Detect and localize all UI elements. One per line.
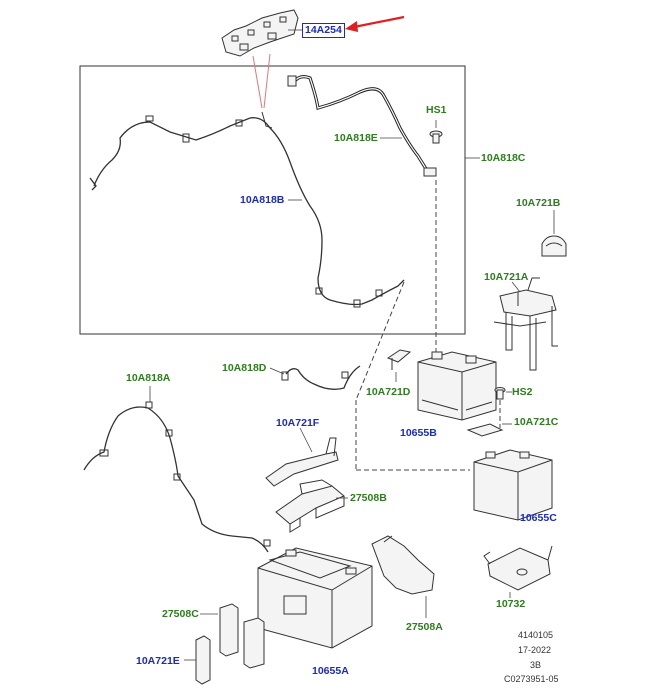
- part-label-10A818D[interactable]: 10A818D: [222, 362, 267, 374]
- highlight-arrow: [345, 15, 405, 32]
- callout-line-left: [252, 55, 263, 109]
- part-label-10655B[interactable]: 10655B: [400, 427, 437, 439]
- dash-line-inset: [355, 281, 405, 401]
- callout-line-right: [263, 53, 271, 109]
- part-label-10A818C[interactable]: 10A818C: [481, 152, 526, 164]
- bracket-10A721F-part[interactable]: [265, 437, 339, 487]
- part-label-10655A[interactable]: 10655A: [312, 665, 349, 677]
- clip-10A721B-part[interactable]: [541, 235, 567, 257]
- part-label-10A721A[interactable]: 10A721A: [484, 271, 529, 283]
- part-label-10732[interactable]: 10732: [496, 598, 526, 610]
- illustration-ref-line-2: 17-2022: [518, 645, 552, 655]
- clip-10A721C-part[interactable]: [466, 423, 504, 437]
- battery-10655A-part[interactable]: [257, 547, 373, 649]
- part-label-10A721E[interactable]: 10A721E: [136, 655, 180, 667]
- part-label-10A721D[interactable]: 10A721D: [366, 386, 411, 398]
- harness-10A818A-part[interactable]: [83, 401, 271, 553]
- detail-inset-frame: [79, 65, 466, 335]
- clamp-27508C-part[interactable]: [219, 603, 265, 669]
- part-label-14A254[interactable]: 14A254: [302, 23, 345, 38]
- bracket-10A721A-part[interactable]: [493, 277, 558, 371]
- part-label-10A721F[interactable]: 10A721F: [276, 417, 320, 429]
- part-label-HS2[interactable]: HS2: [512, 386, 533, 398]
- part-label-10655C[interactable]: 10655C: [520, 512, 557, 524]
- part-label-27508C[interactable]: 27508C: [162, 608, 199, 620]
- harness-10A818B-part[interactable]: [89, 111, 405, 308]
- bolt-HS1-part[interactable]: [429, 120, 443, 144]
- part-label-10A818A[interactable]: 10A818A: [126, 372, 171, 384]
- cover-27508A-part[interactable]: [371, 535, 435, 595]
- illustration-ref-line-3: 3B: [530, 660, 542, 670]
- part-label-10A818E[interactable]: 10A818E: [334, 132, 378, 144]
- bolt-HS2-part[interactable]: [494, 387, 506, 400]
- illustration-ref-line-1: 4140105: [518, 630, 554, 640]
- leader-10A818D: [269, 367, 285, 375]
- part-label-10A721C[interactable]: 10A721C: [514, 416, 559, 428]
- tray-10732-part[interactable]: [483, 545, 553, 591]
- part-label-10A721B[interactable]: 10A721B: [516, 197, 561, 209]
- clip-10A721D-part[interactable]: [386, 349, 412, 370]
- leader-10A721F: [299, 427, 313, 453]
- harness-10A818D-part[interactable]: [281, 365, 361, 390]
- part-label-27508A[interactable]: 27508A: [406, 621, 443, 633]
- battery-10655C-part[interactable]: [473, 449, 553, 521]
- cover-27508B-part[interactable]: [275, 479, 345, 533]
- leader-10A721A: [511, 281, 521, 293]
- part-label-HS1[interactable]: HS1: [426, 104, 447, 116]
- bracket-10A721E-part[interactable]: [195, 635, 211, 685]
- illustration-ref-line-4: C0273951-05: [504, 674, 559, 684]
- harness-10A818E-part[interactable]: [287, 75, 437, 177]
- part-label-10A818B[interactable]: 10A818B: [240, 194, 285, 206]
- bracket-14A254-part[interactable]: [221, 9, 299, 57]
- part-label-27508B[interactable]: 27508B: [350, 492, 387, 504]
- battery-10655B-part[interactable]: [417, 351, 497, 421]
